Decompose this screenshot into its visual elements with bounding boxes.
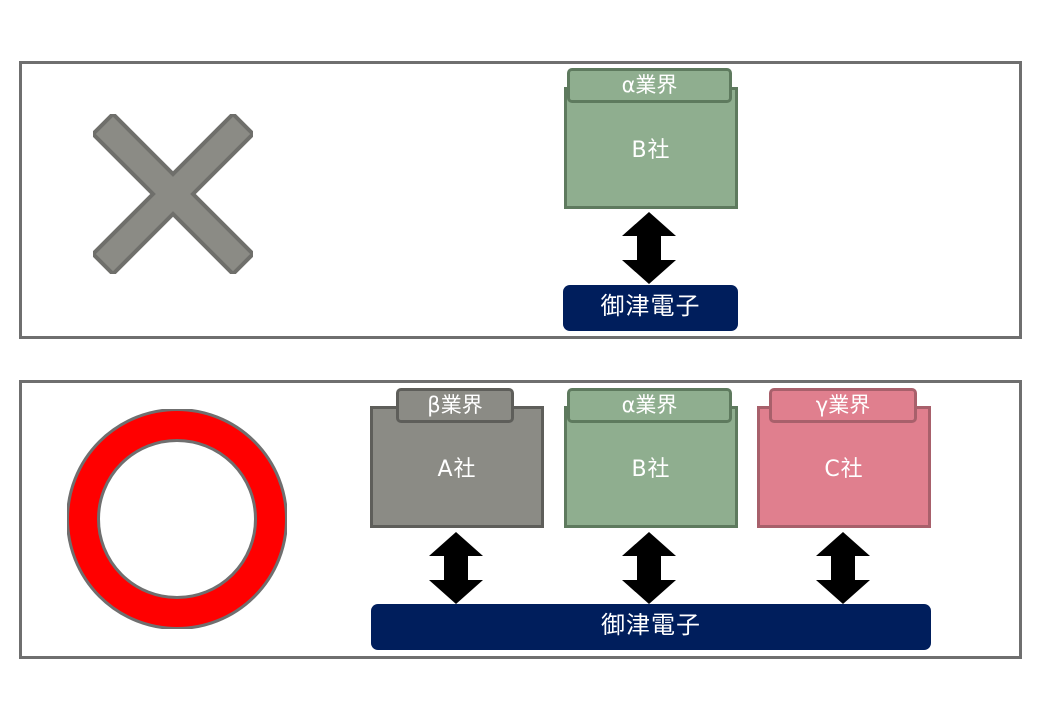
industry-tab-gamma: γ業界 [769,388,917,423]
double-headed-arrow-icon [429,532,483,604]
double-headed-arrow-icon [622,212,676,284]
company-card-a: A社 [370,406,544,528]
partner-bar-top: 御津電子 [563,285,738,331]
company-name: C社 [824,457,864,482]
company-name: A社 [437,457,477,482]
circle-mark-icon [67,409,287,629]
partner-bar-bottom: 御津電子 [371,604,931,650]
double-headed-arrow-icon [622,532,676,604]
company-name: B社 [631,138,671,163]
industry-tab-alpha: α業界 [567,388,732,423]
company-name: B社 [631,457,671,482]
industry-tab-beta: β業界 [396,388,514,423]
company-card-c: C社 [757,406,931,528]
cross-mark-icon [93,114,253,274]
double-headed-arrow-icon [816,532,870,604]
company-card-b: B社 [564,406,738,528]
industry-tab-alpha-top: α業界 [567,68,732,103]
company-card-b-top: B社 [564,87,738,209]
